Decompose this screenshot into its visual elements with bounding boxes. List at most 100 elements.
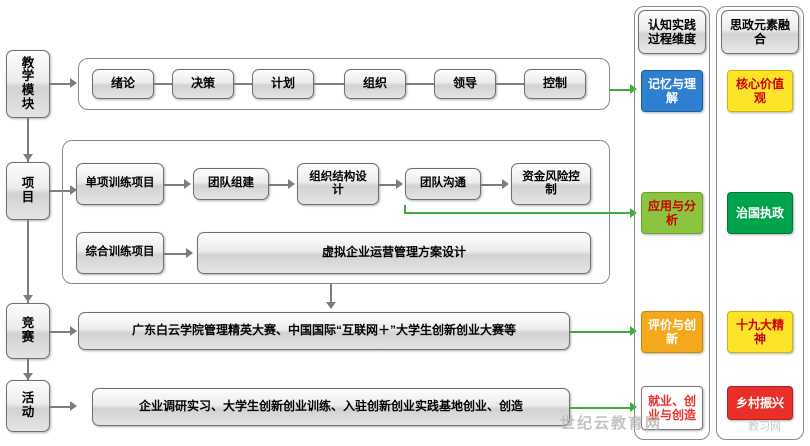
connector [406,83,434,85]
connector [50,406,72,408]
left-spine [27,118,29,162]
left-spine [27,220,29,303]
box-label: 记忆与理解 [647,76,696,105]
arrow-right-icon [502,179,509,189]
left-item-label: 活动 [21,391,35,419]
project-single-training: 单项训练项目 [76,163,164,205]
arrow-right-icon [288,179,295,189]
arrow-right-icon [70,326,77,336]
box-label: 虚拟企业运营管理方案设计 [321,245,466,260]
teaching-module-3: 组织 [344,69,406,99]
box-label: 就业、创业与创造 [647,393,696,422]
arrow-right-icon [186,248,193,258]
arrow-right-icon [184,179,191,189]
connector [314,83,344,85]
box-label: 资金风险控制 [522,170,580,196]
box-label: 决策 [190,76,215,91]
box-label: 综合训练项目 [85,246,155,259]
arrow-right-icon [70,78,77,88]
left-item-label: 竞赛 [21,316,35,344]
connector [379,184,398,186]
connector [154,83,172,85]
project-fund-risk: 资金风险控制 [511,163,591,205]
right-b-item-3: 乡村振兴 [727,386,793,420]
arrow-right-icon [70,401,77,411]
connector [50,190,72,192]
teaching-module-4: 领导 [434,69,496,99]
box-label: 十九大精神 [735,317,784,346]
connector-project-right [404,212,634,214]
connector-to-evaluation [570,331,634,333]
right-b-item-0: 核心价值观 [727,70,793,112]
box-label: 计划 [270,76,295,91]
left-item-activity: 活动 [6,380,50,432]
left-item-competition: 竞赛 [6,303,50,359]
right-panel-b-header: 思政元素融合 [721,10,799,54]
connector [330,284,332,308]
left-item-label: 教学模块 [21,55,35,111]
connector [496,83,524,85]
arrow-down-icon [23,154,33,161]
arrow-right-icon [630,84,637,94]
right-a-item-3: 就业、创业与创造 [641,386,703,430]
connector-project-down [404,205,406,214]
connector [164,253,188,255]
watermark-sub-label: 教习网 [748,421,781,433]
connector [50,331,72,333]
box-label: 团队组建 [208,177,254,190]
left-spine [27,359,29,380]
box-label: 核心价值观 [735,76,784,105]
activity-box: 企业调研实习、大学生创新创业训练、入驻创新创业实践基地创业、创造 [92,388,570,426]
connector-to-memory [610,89,634,91]
right-panel-a-frame [634,6,710,440]
teaching-module-0: 绪论 [92,69,154,99]
right-b-item-1: 治国执政 [727,192,793,234]
header-label: 认知实践过程维度 [647,17,696,46]
connector [481,184,504,186]
connector-to-employment [570,407,634,409]
competition-box: 广东白云学院管理精英大赛、中国国际“互联网＋”大学生创新创业大赛等 [78,312,570,350]
watermark-label: 世纪云教育网 [560,415,663,432]
header-label: 思政元素融合 [729,17,790,46]
project-comprehensive-training: 综合训练项目 [76,232,164,274]
box-label: 控制 [542,76,567,91]
arrow-down-icon [326,302,336,309]
right-a-item-2: 评价与创新 [641,311,703,353]
arrow-right-icon [630,208,637,218]
arrow-down-icon [23,295,33,302]
project-org-structure: 组织结构设计 [297,163,379,205]
right-b-item-2: 十九大精神 [727,311,793,353]
project-virtual-enterprise: 虚拟企业运营管理方案设计 [197,232,591,274]
box-label: 评价与创新 [647,317,696,346]
left-item-project: 项目 [6,162,50,220]
box-label: 治国执政 [735,205,784,220]
teaching-module-2: 计划 [252,69,314,99]
watermark: 世纪云教育网 [560,412,662,433]
arrow-right-icon [630,402,637,412]
box-label: 组织结构设计 [309,170,367,196]
arrow-right-icon [630,326,637,336]
box-label: 广东白云学院管理精英大赛、中国国际“互联网＋”大学生创新创业大赛等 [131,323,516,338]
box-label: 乡村振兴 [735,395,784,410]
watermark-sub: 教习网 [748,418,781,434]
box-label: 应用与分析 [647,198,696,227]
arrow-right-icon [70,185,77,195]
box-label: 企业调研实习、大学生创新创业训练、入驻创新创业实践基地创业、创造 [138,399,523,414]
teaching-module-5: 控制 [524,69,586,99]
project-team-build: 团队组建 [193,168,269,200]
box-label: 团队沟通 [420,177,466,190]
box-label: 单项训练项目 [85,177,155,190]
arrow-down-icon [23,373,33,380]
connector [164,184,186,186]
project-team-comm: 团队沟通 [405,168,481,200]
left-item-label: 项目 [21,176,35,204]
teaching-module-group [78,58,610,110]
right-a-item-1: 应用与分析 [641,192,703,234]
connector [234,83,252,85]
right-panel-b-frame [716,6,804,440]
box-label: 绪论 [110,76,135,91]
right-a-item-0: 记忆与理解 [641,70,703,112]
right-panel-a-header: 认知实践过程维度 [638,10,706,54]
connector [269,184,290,186]
